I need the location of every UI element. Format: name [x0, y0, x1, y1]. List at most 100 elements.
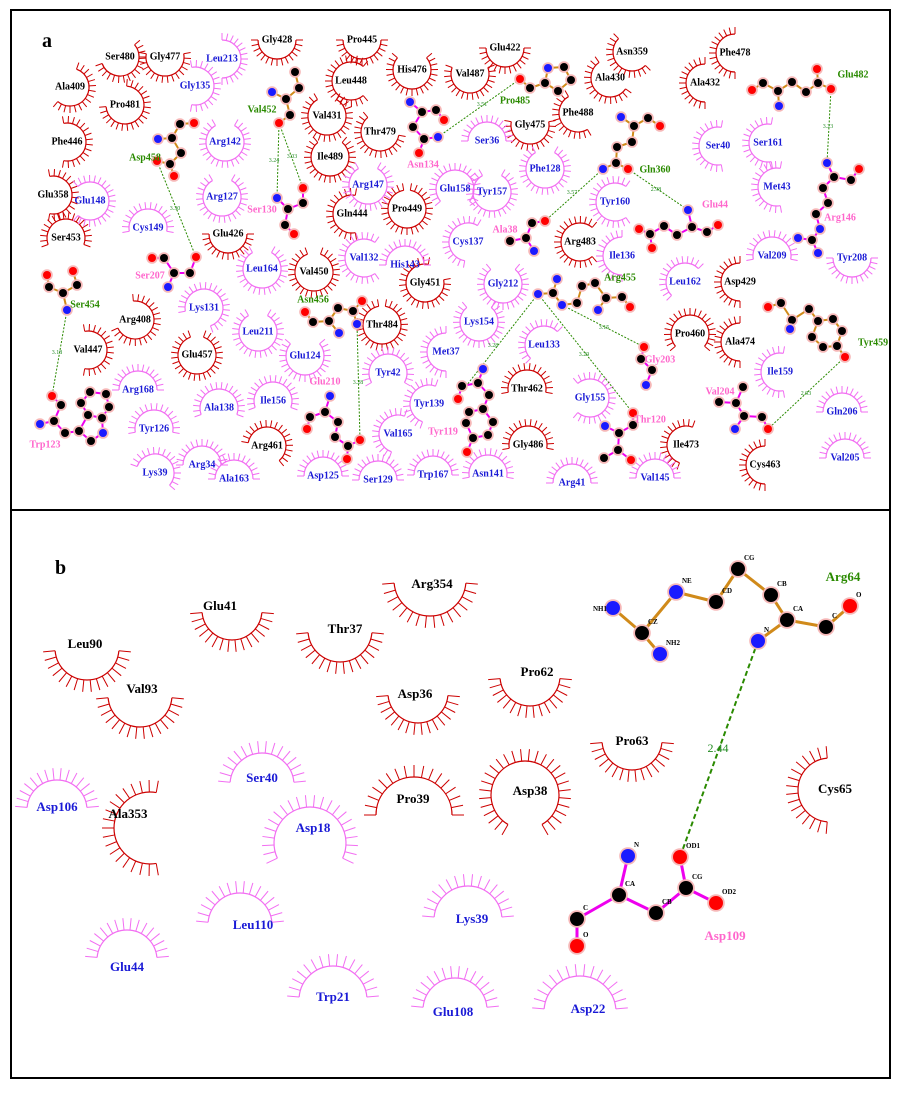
hydrophobic-arc-glu457	[171, 330, 223, 381]
hydrophobic-arc-lys131	[178, 282, 230, 333]
atom-c	[774, 87, 782, 95]
atom-c	[98, 414, 106, 422]
residue-label-ser40: Ser40	[706, 140, 730, 151]
atom-c	[560, 63, 568, 71]
residue-label-leu211: Leu211	[242, 326, 273, 337]
residue-label-tyr126: Tyr126	[139, 423, 169, 434]
atom-c	[554, 87, 562, 95]
atom-c	[819, 620, 833, 634]
ligand-molecule	[271, 182, 309, 240]
atom-label-arg64: CB	[777, 580, 787, 588]
atom-c	[573, 299, 581, 307]
residue-label-tyr42: Tyr42	[375, 367, 400, 378]
residue-label-cys463: Cys463	[749, 459, 780, 470]
atom-o	[541, 217, 549, 225]
residue-label-b-asp106: Asp106	[36, 799, 78, 814]
hydrophobic-arc-ser161	[742, 117, 774, 169]
hbond-line	[462, 293, 539, 391]
hydrophobic-arc-phe128	[519, 146, 571, 195]
atom-c	[731, 562, 745, 576]
atom-c	[87, 437, 95, 445]
hydrophobic-arc-ser40	[692, 120, 724, 172]
residue-label-ile159: Ile159	[767, 366, 793, 377]
hydrophobic-arc-b-asp22	[532, 964, 628, 1010]
hydrophobic-arc-ala138	[193, 382, 245, 418]
hydrophobic-arc-b-asp18	[262, 795, 358, 864]
hydrophobic-arc-phe478	[709, 27, 736, 79]
atom-label-asp109: C	[583, 904, 588, 912]
atom-label-arg64: NE	[682, 577, 692, 585]
atom-o	[454, 395, 462, 403]
hydrophobic-arc-b-trp21	[287, 954, 379, 998]
atom-c	[808, 236, 816, 244]
residue-label-b-asp36: Asp36	[398, 686, 433, 701]
hbond-distance: 3.23	[823, 124, 834, 130]
hydrophobic-arc-b-pro63	[590, 742, 674, 782]
hbond-distance: 2.93	[801, 391, 812, 397]
residue-label-leu448: Leu448	[335, 75, 367, 86]
atom-n	[558, 301, 566, 309]
ligand-molecule	[34, 386, 115, 447]
hbond-line-b	[679, 640, 759, 858]
ligand-molecule	[746, 63, 837, 112]
residue-label-phe446: Phe446	[51, 136, 82, 147]
atom-c	[86, 388, 94, 396]
atom-c	[73, 281, 81, 289]
atom-c	[629, 421, 637, 429]
atom-c	[432, 106, 440, 114]
residue-label-ala163: Ala163	[219, 473, 249, 484]
atom-c	[788, 316, 796, 324]
residue-label-gly203: Gly203	[645, 354, 676, 365]
atom-c	[325, 317, 333, 325]
atom-c	[50, 417, 58, 425]
atom-c	[528, 219, 536, 227]
ligand-molecule	[514, 61, 577, 97]
hydrophobic-arc-val165	[372, 408, 408, 459]
atom-c	[160, 254, 168, 262]
hbond-line	[437, 78, 521, 138]
atom-o	[356, 436, 364, 444]
atom-n	[794, 234, 802, 242]
residue-label-ser130: Ser130	[247, 204, 276, 215]
hydrophobic-contacts	[15, 27, 878, 1010]
hydrophobic-arc-glu426	[202, 233, 254, 260]
residue-label-val205: Val205	[830, 452, 859, 463]
residue-label-ser480: Ser480	[105, 51, 134, 62]
atom-c	[614, 446, 622, 454]
atom-n	[154, 135, 162, 143]
residue-label-ser161: Ser161	[753, 137, 782, 148]
atom-c	[829, 315, 837, 323]
atom-o	[170, 172, 178, 180]
hbond-distance: 3.30	[170, 206, 181, 212]
atom-o	[275, 119, 283, 127]
atom-c	[420, 135, 428, 143]
hydrophobic-arc-ala432	[679, 57, 706, 109]
atom-n	[530, 247, 538, 255]
hydrophobic-arc-leu162	[659, 256, 704, 301]
residue-label-asp429: Asp429	[724, 276, 756, 287]
hydrophobic-arc-b-val93	[96, 697, 184, 739]
residue-label-ser129: Ser129	[363, 474, 392, 485]
residue-label-gly477: Gly477	[150, 51, 181, 62]
atom-label-asp109: OD2	[722, 888, 737, 896]
residue-label-ala430: Ala430	[595, 72, 625, 83]
hbond-line	[544, 168, 604, 222]
hydrophobic-arc-val209	[746, 230, 798, 262]
residue-label-leu213: Leu213	[206, 53, 238, 64]
hydrophobic-arc-leu213	[221, 33, 248, 85]
residue-label-gln444: Gln444	[336, 208, 367, 219]
hydrophobic-arc-glu148	[72, 174, 116, 228]
atom-o	[624, 165, 632, 173]
residue-label-phe488: Phe488	[562, 107, 593, 118]
atom-c	[409, 123, 417, 131]
atom-o	[343, 455, 351, 463]
atom-c	[838, 327, 846, 335]
atom-c	[679, 881, 693, 895]
atom-o	[570, 939, 584, 953]
atom-o	[192, 253, 200, 261]
residue-label-gly155: Gly155	[575, 392, 606, 403]
atom-n	[621, 849, 635, 863]
hbond-line	[278, 122, 304, 189]
atom-c	[802, 88, 810, 96]
